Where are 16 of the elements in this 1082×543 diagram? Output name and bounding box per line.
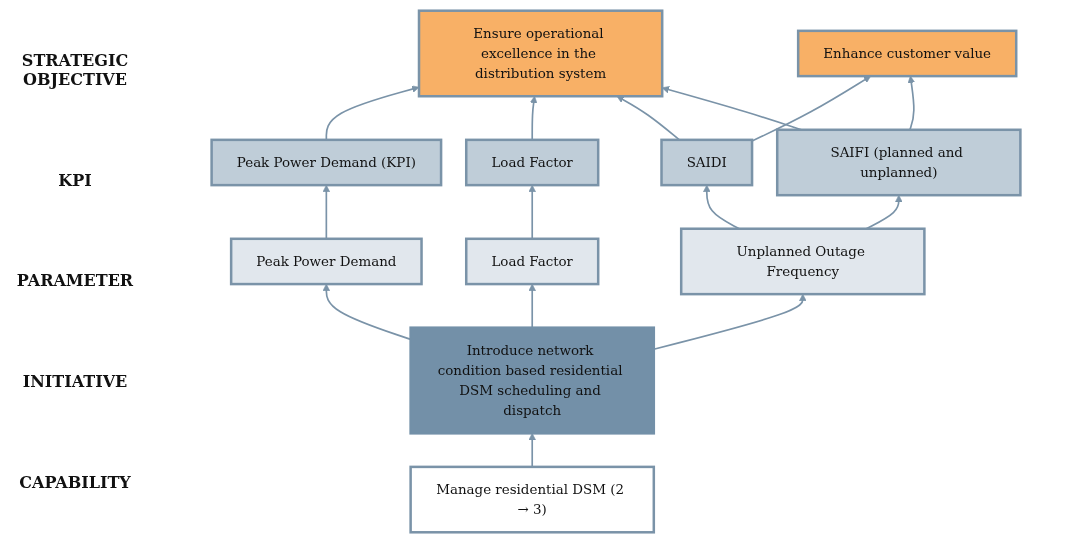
- node-box: Load Factor: [465, 237, 600, 286]
- node-box: Unplanned Outage Frequency: [679, 227, 926, 296]
- row-label: PARAMETER: [15, 271, 135, 291]
- node-box: Ensure operational excellence in the distribution system: [417, 9, 664, 98]
- row-label: INITIATIVE: [21, 372, 129, 392]
- node-box: SAIFI (planned and unplanned): [775, 128, 1022, 197]
- node-box: Manage residential DSM (2 → 3): [409, 465, 656, 534]
- row-label: CAPABILITY: [18, 473, 132, 493]
- node-box: Peak Power Demand (KPI): [210, 138, 443, 187]
- node-box: Peak Power Demand: [229, 237, 423, 286]
- node-box: SAIDI: [660, 138, 754, 187]
- row-label: KPI: [57, 170, 93, 190]
- node-box: Load Factor: [465, 138, 600, 187]
- node-box: Enhance customer value: [796, 29, 1018, 78]
- node-box: Introduce network condition based residential DSM scheduling and dispatch: [409, 326, 656, 435]
- row-label: STRATEGIC OBJECTIVE: [20, 50, 130, 89]
